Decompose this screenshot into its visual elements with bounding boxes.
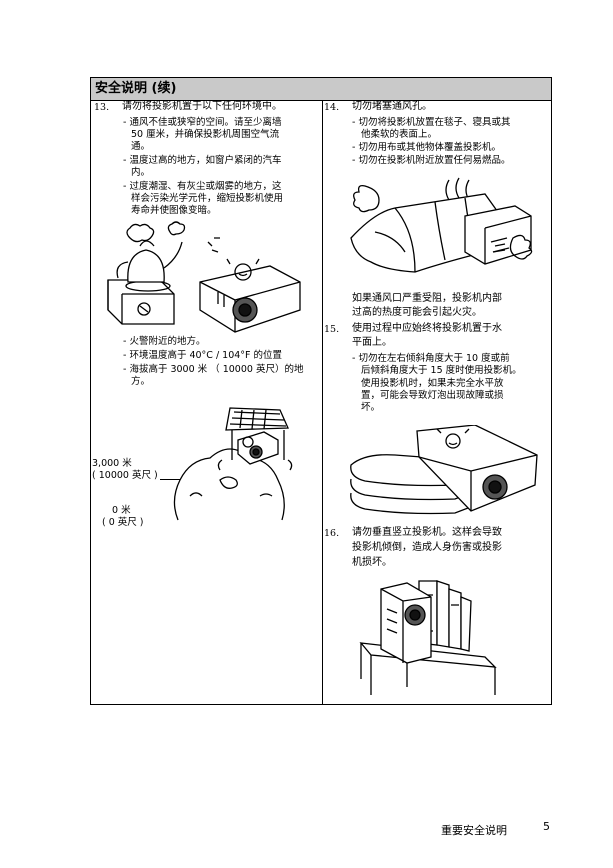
item-14-bullet: - 切勿将投影机放置在毯子、寝具或其 <box>352 117 511 128</box>
item-13-bullet: 寿命并使图像变暗。 <box>131 205 217 216</box>
item-13-bullet: 样会污染光学元件，缩短投影机使用 <box>131 193 284 204</box>
item-16-text: 请勿垂直竖立投影机。这样会导致 <box>352 527 502 538</box>
item-15-bullet: 使用投影机时，如果未完全水平放 <box>361 378 504 389</box>
safety-table: 安全说明 (续) <box>90 77 552 705</box>
heat-source-illustration <box>107 221 301 333</box>
item-15-text: 平面上。 <box>352 337 392 348</box>
item-13-bullet: - 环境温度高于 40°C / 104°F 的位置 <box>123 350 283 361</box>
upright-projector-illustration <box>359 580 497 695</box>
item-13-bullet: - 过度潮湿、有灰尘或烟雾的地方，这 <box>123 181 282 192</box>
item-14-note: 过高的热度可能会引起火灾。 <box>352 307 482 318</box>
item-15-text: 使用过程中应始终将投影机置于水 <box>352 323 502 334</box>
item-13-bullet: - 温度过高的地方，如窗户紧闭的汽车 <box>123 155 282 166</box>
item-16-number: 16. <box>324 528 340 539</box>
altitude-top-label: 3,000 米 <box>92 458 132 469</box>
item-15-number: 15. <box>324 324 340 335</box>
item-13-bullet: 50 厘米，并确保投影机周围空气流 <box>131 129 280 140</box>
altitude-top-line <box>160 479 180 480</box>
column-divider <box>322 100 323 704</box>
item-13-number: 13. <box>94 102 110 113</box>
item-13-bullet: 内。 <box>131 167 151 178</box>
item-15-bullet: 置，可能会导致灯泡出现故障或损 <box>361 390 504 401</box>
item-15-bullet: 坏。 <box>361 402 381 413</box>
item-13-bullet: 通。 <box>131 141 151 152</box>
item-13-bullet: - 海拔高于 3000 米 （ 10000 英尺）的地 <box>123 364 304 375</box>
blanket-illustration <box>350 177 533 273</box>
item-14-bullet: - 切勿在投影机附近放置任何易燃品。 <box>352 155 511 166</box>
item-13-bullet: - 火警附近的地方。 <box>123 336 206 347</box>
item-15-bullet: - 切勿在左右倾斜角度大于 10 度或前 <box>352 353 510 364</box>
item-14-text: 切勿堵塞通风孔。 <box>352 101 432 112</box>
table-header: 安全说明 (续) <box>91 78 551 101</box>
item-13-bullet: 方。 <box>131 376 151 387</box>
tilted-projector-illustration <box>350 425 538 515</box>
item-14-bullet: 他柔软的表面上。 <box>361 129 438 140</box>
item-15-bullet: 后倾斜角度大于 15 度时使用投影机。 <box>361 365 522 376</box>
item-14-bullet: - 切勿用布或其他物体覆盖投影机。 <box>352 142 501 153</box>
item-13-bullet: - 通风不佳或狭窄的空间。请至少离墙 <box>123 117 282 128</box>
altitude-illustration <box>173 407 293 521</box>
altitude-bottom-label: 0 米 <box>112 505 131 516</box>
altitude-top-label: ( 10000 英尺 ) <box>92 470 158 481</box>
altitude-bottom-label: ( 0 英尺 ) <box>102 517 144 528</box>
page-number: 5 <box>543 820 550 833</box>
footer-section-title: 重要安全说明 <box>441 824 507 837</box>
item-14-note: 如果通风口严重受阻，投影机内部 <box>352 293 502 304</box>
item-13-text: 请勿将投影机置于以下任何环境中。 <box>122 101 282 112</box>
item-14-number: 14. <box>324 102 340 113</box>
item-16-text: 机损坏。 <box>352 557 392 568</box>
item-16-text: 投影机倾倒，造成人身伤害或投影 <box>352 542 502 553</box>
